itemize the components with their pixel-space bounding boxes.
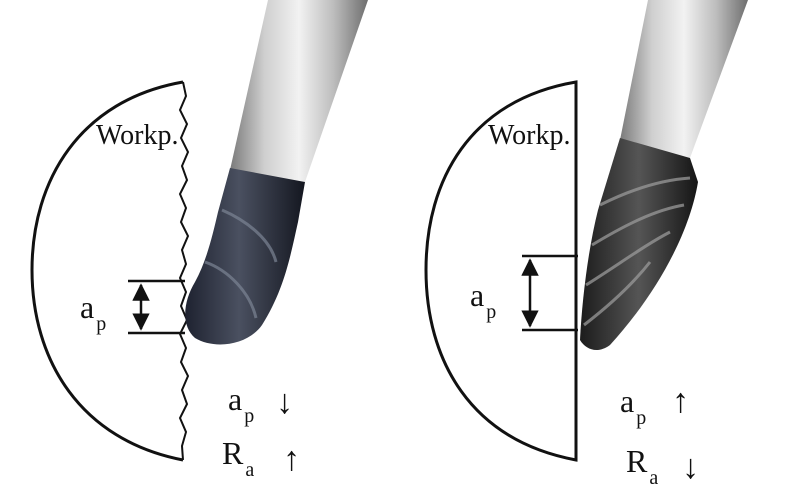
- left-workpiece-rough-edge: [178, 81, 190, 461]
- left-tool-shank: [230, 0, 368, 182]
- left-workpiece-label: Workp.: [96, 120, 179, 151]
- right-workpiece-outline: [424, 80, 578, 462]
- left-tool-flute: [204, 208, 278, 319]
- left-effect-roughness-arrow: ↑: [283, 441, 300, 478]
- right-tool-flutes: [583, 176, 691, 327]
- right-effect-roughness-arrow: ↓: [682, 449, 699, 486]
- right-tool-shank: [620, 0, 748, 158]
- left-workpiece-outline: [30, 80, 184, 462]
- right-tapered-end-mill: [580, 0, 748, 351]
- left-ball-end-mill: [185, 0, 368, 345]
- right-workpiece-label: Workp.: [488, 120, 571, 151]
- left-tool-head: [185, 168, 305, 345]
- right-effect-depth-arrow: ↑: [672, 383, 689, 420]
- left-effect-depth-arrow: ↓: [276, 384, 293, 421]
- right-tool-head: [580, 138, 698, 351]
